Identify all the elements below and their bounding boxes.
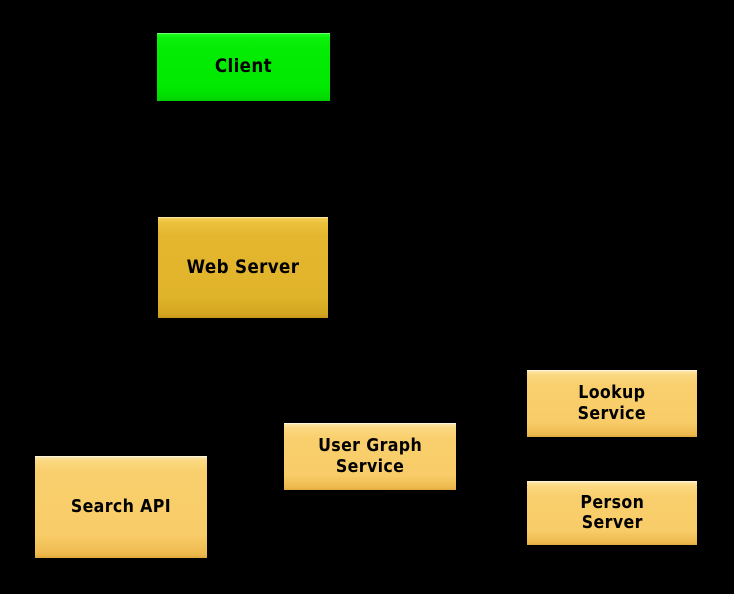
diagram-node-web-server[interactable]: Web Server [158,217,328,318]
diagram-node-label-lookup-service: Lookup Service [577,382,647,424]
diagram-node-label-person-server: Person Server [580,491,644,533]
diagram-node-user-graph-service[interactable]: User Graph Service [284,423,456,490]
diagram-node-client[interactable]: Client [157,33,330,101]
diagram-node-search-api[interactable]: Search API [35,456,207,558]
diagram-node-label-search-api: Search API [70,495,172,517]
diagram-node-label-client: Client [214,55,273,78]
diagram-node-lookup-service[interactable]: Lookup Service [527,370,697,437]
diagram-node-person-server[interactable]: Person Server [527,481,697,545]
diagram-node-label-user-graph-service: User Graph Service [317,435,423,477]
diagram-node-label-web-server: Web Server [186,255,300,278]
